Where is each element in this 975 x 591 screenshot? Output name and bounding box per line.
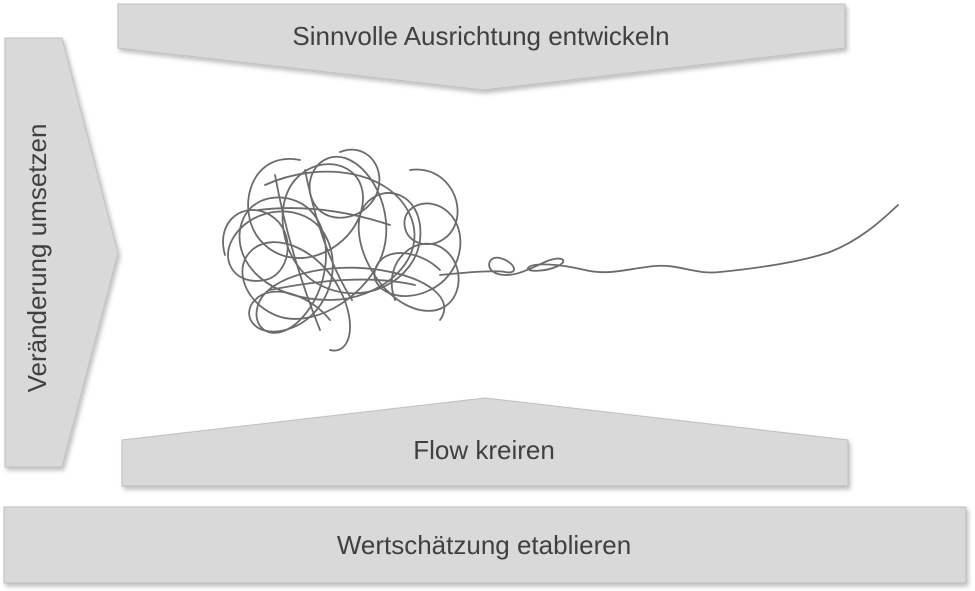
bottom-arrow: Flow kreiren: [121, 397, 849, 487]
scribble-tangle-2: [238, 170, 446, 334]
scribble-tangle-3: [241, 148, 388, 352]
left-arrow-shape: [4, 37, 119, 468]
bottom-arrow-shape: [121, 397, 849, 487]
scribble-tangle-5: [373, 168, 462, 297]
left-arrow: Veränderung umsetzen: [4, 37, 119, 468]
tangled-line-illustration: [222, 148, 899, 352]
scribble-tail: [439, 204, 899, 276]
base-bar-shape: [3, 506, 967, 584]
top-arrow-shape: [117, 3, 846, 91]
base-bar: Wertschätzung etablieren: [3, 506, 967, 584]
base-bar-label: Wertschätzung etablieren: [337, 530, 631, 560]
left-arrow-label: Veränderung umsetzen: [22, 124, 52, 393]
bottom-arrow-label: Flow kreiren: [413, 435, 555, 465]
scribble-tangle-6: [257, 169, 416, 331]
top-arrow-label: Sinnvolle Ausrichtung entwickeln: [292, 21, 669, 51]
scribble-tangle-4: [222, 209, 334, 333]
top-arrow: Sinnvolle Ausrichtung entwickeln: [117, 3, 846, 91]
